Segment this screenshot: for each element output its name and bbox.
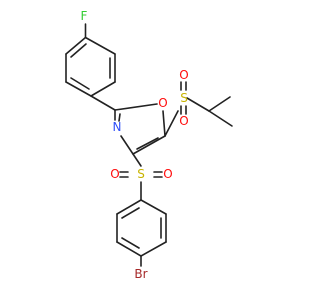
bond <box>162 110 166 137</box>
aryl-sulfur-label: S <box>137 167 145 181</box>
arylsulfonyl-group <box>119 153 163 201</box>
bond <box>90 81 116 97</box>
bond <box>208 96 231 112</box>
bond <box>65 81 92 97</box>
ring-nitrogen-label: N <box>113 120 122 134</box>
bond <box>65 36 87 55</box>
bond <box>116 199 142 215</box>
bond <box>186 97 210 112</box>
double-bond-inner <box>70 77 90 90</box>
fluorine-label: F <box>81 9 88 23</box>
bond <box>132 153 142 167</box>
bromine-label: Br <box>134 267 147 281</box>
isopropyl-sulfonyl-oxygen-bottom-label: O <box>179 114 188 128</box>
double-bond-inner <box>70 43 87 58</box>
bond <box>116 241 142 257</box>
background <box>0 0 300 300</box>
bromophenyl-ring <box>116 199 167 267</box>
molecule-diagram: F O N S O O S O O Br <box>0 0 300 300</box>
isopropyl-sulfonyl-oxygen-top-label: O <box>179 68 188 82</box>
structure-svg: F O N S O O S O O Br <box>0 0 300 300</box>
bond <box>140 241 167 257</box>
oxazole-ring <box>114 103 166 155</box>
fluorophenyl-ring <box>65 23 116 97</box>
bond <box>208 110 233 127</box>
isopropyl-sulfur-label: S <box>180 91 188 105</box>
bond <box>164 110 179 137</box>
double-bond-inner <box>121 207 140 219</box>
bond <box>84 36 116 55</box>
bond <box>114 103 158 111</box>
double-bond-inner <box>118 113 121 122</box>
bond-aryl-to-oxazole <box>90 95 116 111</box>
isopropylsulfonyl-group <box>164 81 233 137</box>
bond <box>140 199 167 215</box>
aryl-sulfonyl-oxygen-left-label: O <box>110 167 119 181</box>
bond <box>120 135 134 155</box>
aryl-sulfonyl-oxygen-right-label: O <box>163 167 172 181</box>
bond <box>132 135 166 155</box>
ring-oxygen-label: O <box>158 96 167 110</box>
double-bond-inner <box>136 137 159 150</box>
double-bond-inner <box>121 237 140 249</box>
